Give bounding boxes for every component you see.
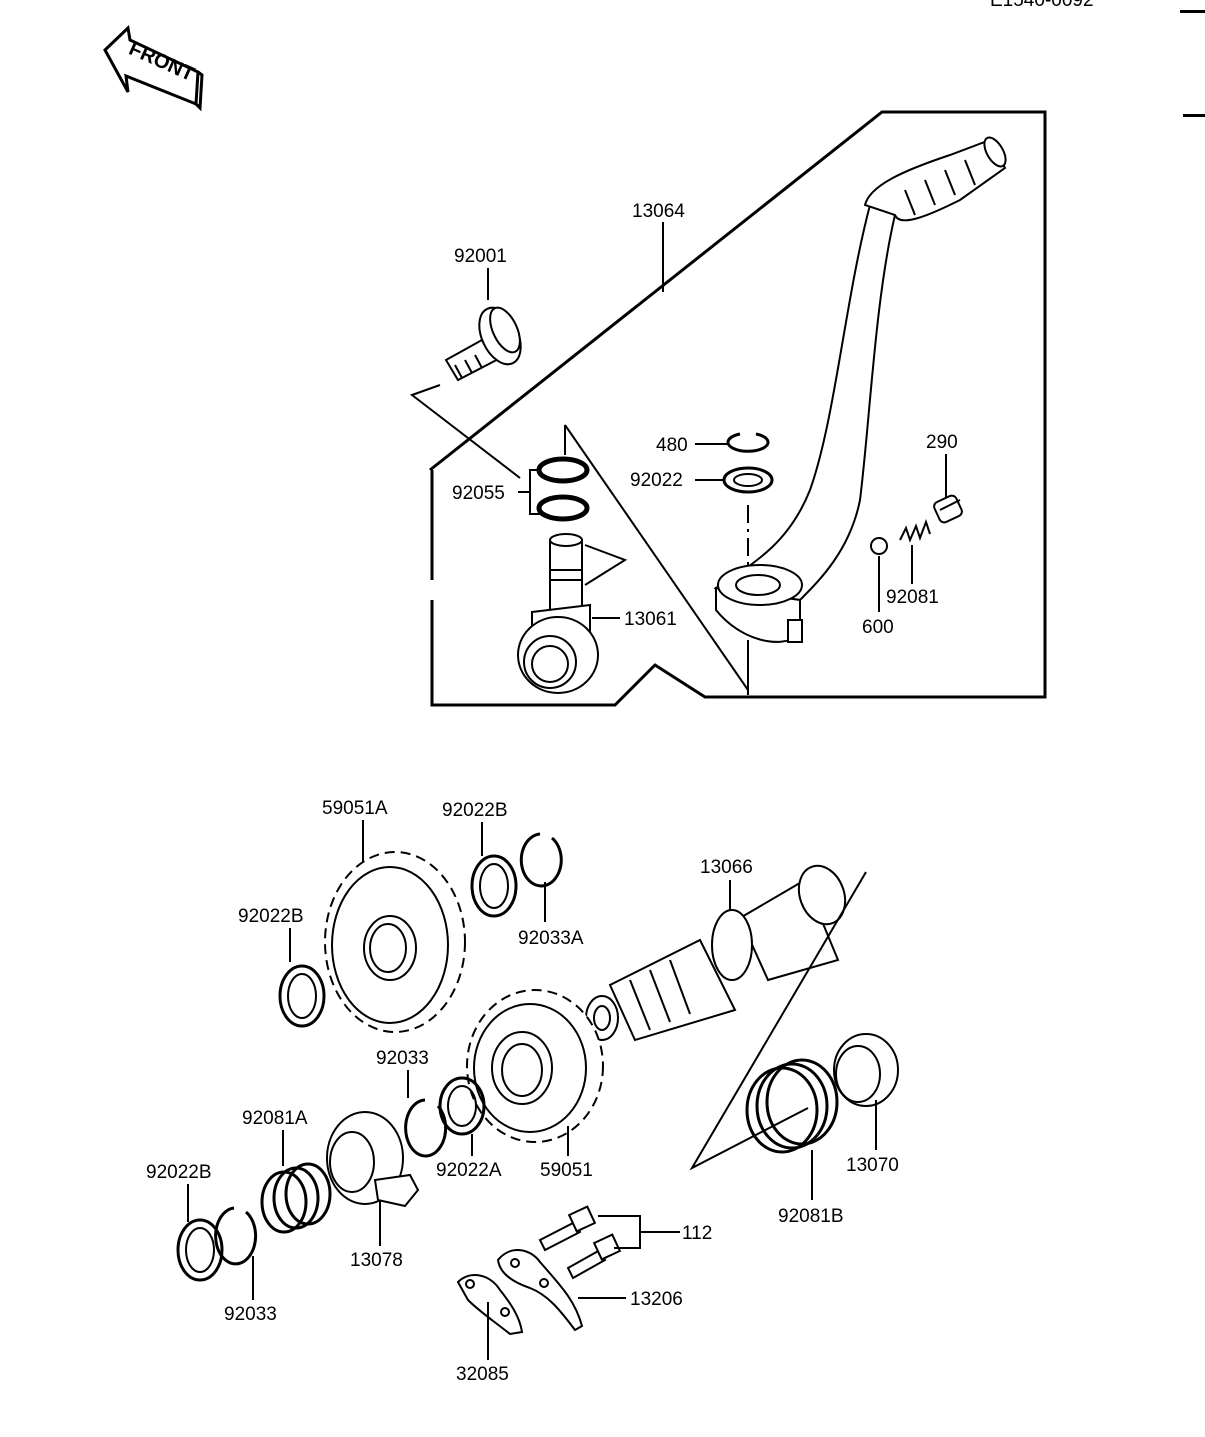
washer-92022A-icon (438, 1076, 486, 1136)
label-13206: 13206 (630, 1289, 683, 1310)
spring-92081B-icon (745, 1058, 839, 1154)
label-59051: 59051 (540, 1160, 593, 1181)
kick-shaft-group: 59051A 92022B 92033A 13066 (146, 798, 899, 1385)
gear-59051A-icon (324, 851, 466, 1033)
label-13066: 13066 (700, 857, 753, 878)
washer-92022B-top-icon (470, 854, 518, 918)
label-32085: 32085 (456, 1364, 509, 1385)
label-92081: 92081 (886, 587, 939, 608)
washer-92022-icon (722, 466, 774, 494)
kick-shaft-13066-icon (585, 864, 847, 1042)
label-92033-bottom: 92033 (224, 1304, 277, 1325)
label-13070: 13070 (846, 1155, 899, 1176)
circlip-92033-bottom-icon (214, 1206, 258, 1266)
edge-mark-mid (1183, 114, 1205, 117)
diagram-code: E1540-0092 (990, 0, 1094, 11)
spring-92081-icon (899, 519, 931, 543)
spring-92081A-icon (260, 1162, 332, 1234)
bolt-112-lower-icon (566, 1233, 622, 1280)
guide-13070-icon (833, 1033, 899, 1107)
label-13078: 13078 (350, 1250, 403, 1271)
label-92081A: 92081A (242, 1108, 308, 1129)
label-13061: 13061 (624, 609, 677, 630)
label-600: 600 (862, 617, 894, 638)
ball-600-icon (870, 537, 888, 555)
label-13064: 13064 (632, 201, 685, 222)
kick-shaft-13061-icon (517, 533, 599, 694)
label-92022A: 92022A (436, 1160, 502, 1181)
oring-92055-lower (536, 494, 590, 522)
circlip-92033A-icon (519, 832, 563, 888)
group-frame (429, 110, 1047, 707)
label-92022B-top: 92022B (442, 800, 508, 821)
label-92022B-bottom: 92022B (146, 1162, 212, 1183)
label-92081B: 92081B (778, 1206, 844, 1227)
gear-59051-icon (466, 989, 604, 1143)
oring-92055-upper (536, 456, 590, 484)
label-92033-mid: 92033 (376, 1048, 429, 1069)
label-92022: 92022 (630, 470, 683, 491)
front-arrow-icon: FRONT (103, 24, 204, 112)
leader-bolt-diag (409, 384, 521, 479)
plate-32085-icon (456, 1274, 524, 1336)
edge-mark-top (1180, 10, 1205, 13)
label-92033A: 92033A (518, 928, 584, 949)
label-92022B-left: 92022B (238, 906, 304, 927)
label-92055: 92055 (452, 483, 505, 504)
plug-290-icon (933, 494, 963, 524)
plate-13206-icon (496, 1249, 584, 1332)
washer-92022B-bottom-icon (176, 1218, 224, 1282)
circlip-480-icon (726, 432, 770, 453)
label-59051A: 59051A (322, 798, 388, 819)
label-112: 112 (682, 1223, 712, 1244)
bolt-92001-icon (444, 306, 522, 382)
washer-92022B-left-icon (278, 964, 326, 1028)
label-92001: 92001 (454, 246, 507, 267)
leader-shaft-diag (689, 871, 867, 1171)
bolt-112-upper-icon (538, 1205, 597, 1252)
kick-arm-icon (713, 136, 1007, 643)
label-480: 480 (656, 435, 688, 456)
ratchet-13078-icon (326, 1111, 420, 1208)
label-290: 290 (926, 432, 958, 453)
kick-arm-group: 13064 92001 92055 (409, 110, 1047, 707)
